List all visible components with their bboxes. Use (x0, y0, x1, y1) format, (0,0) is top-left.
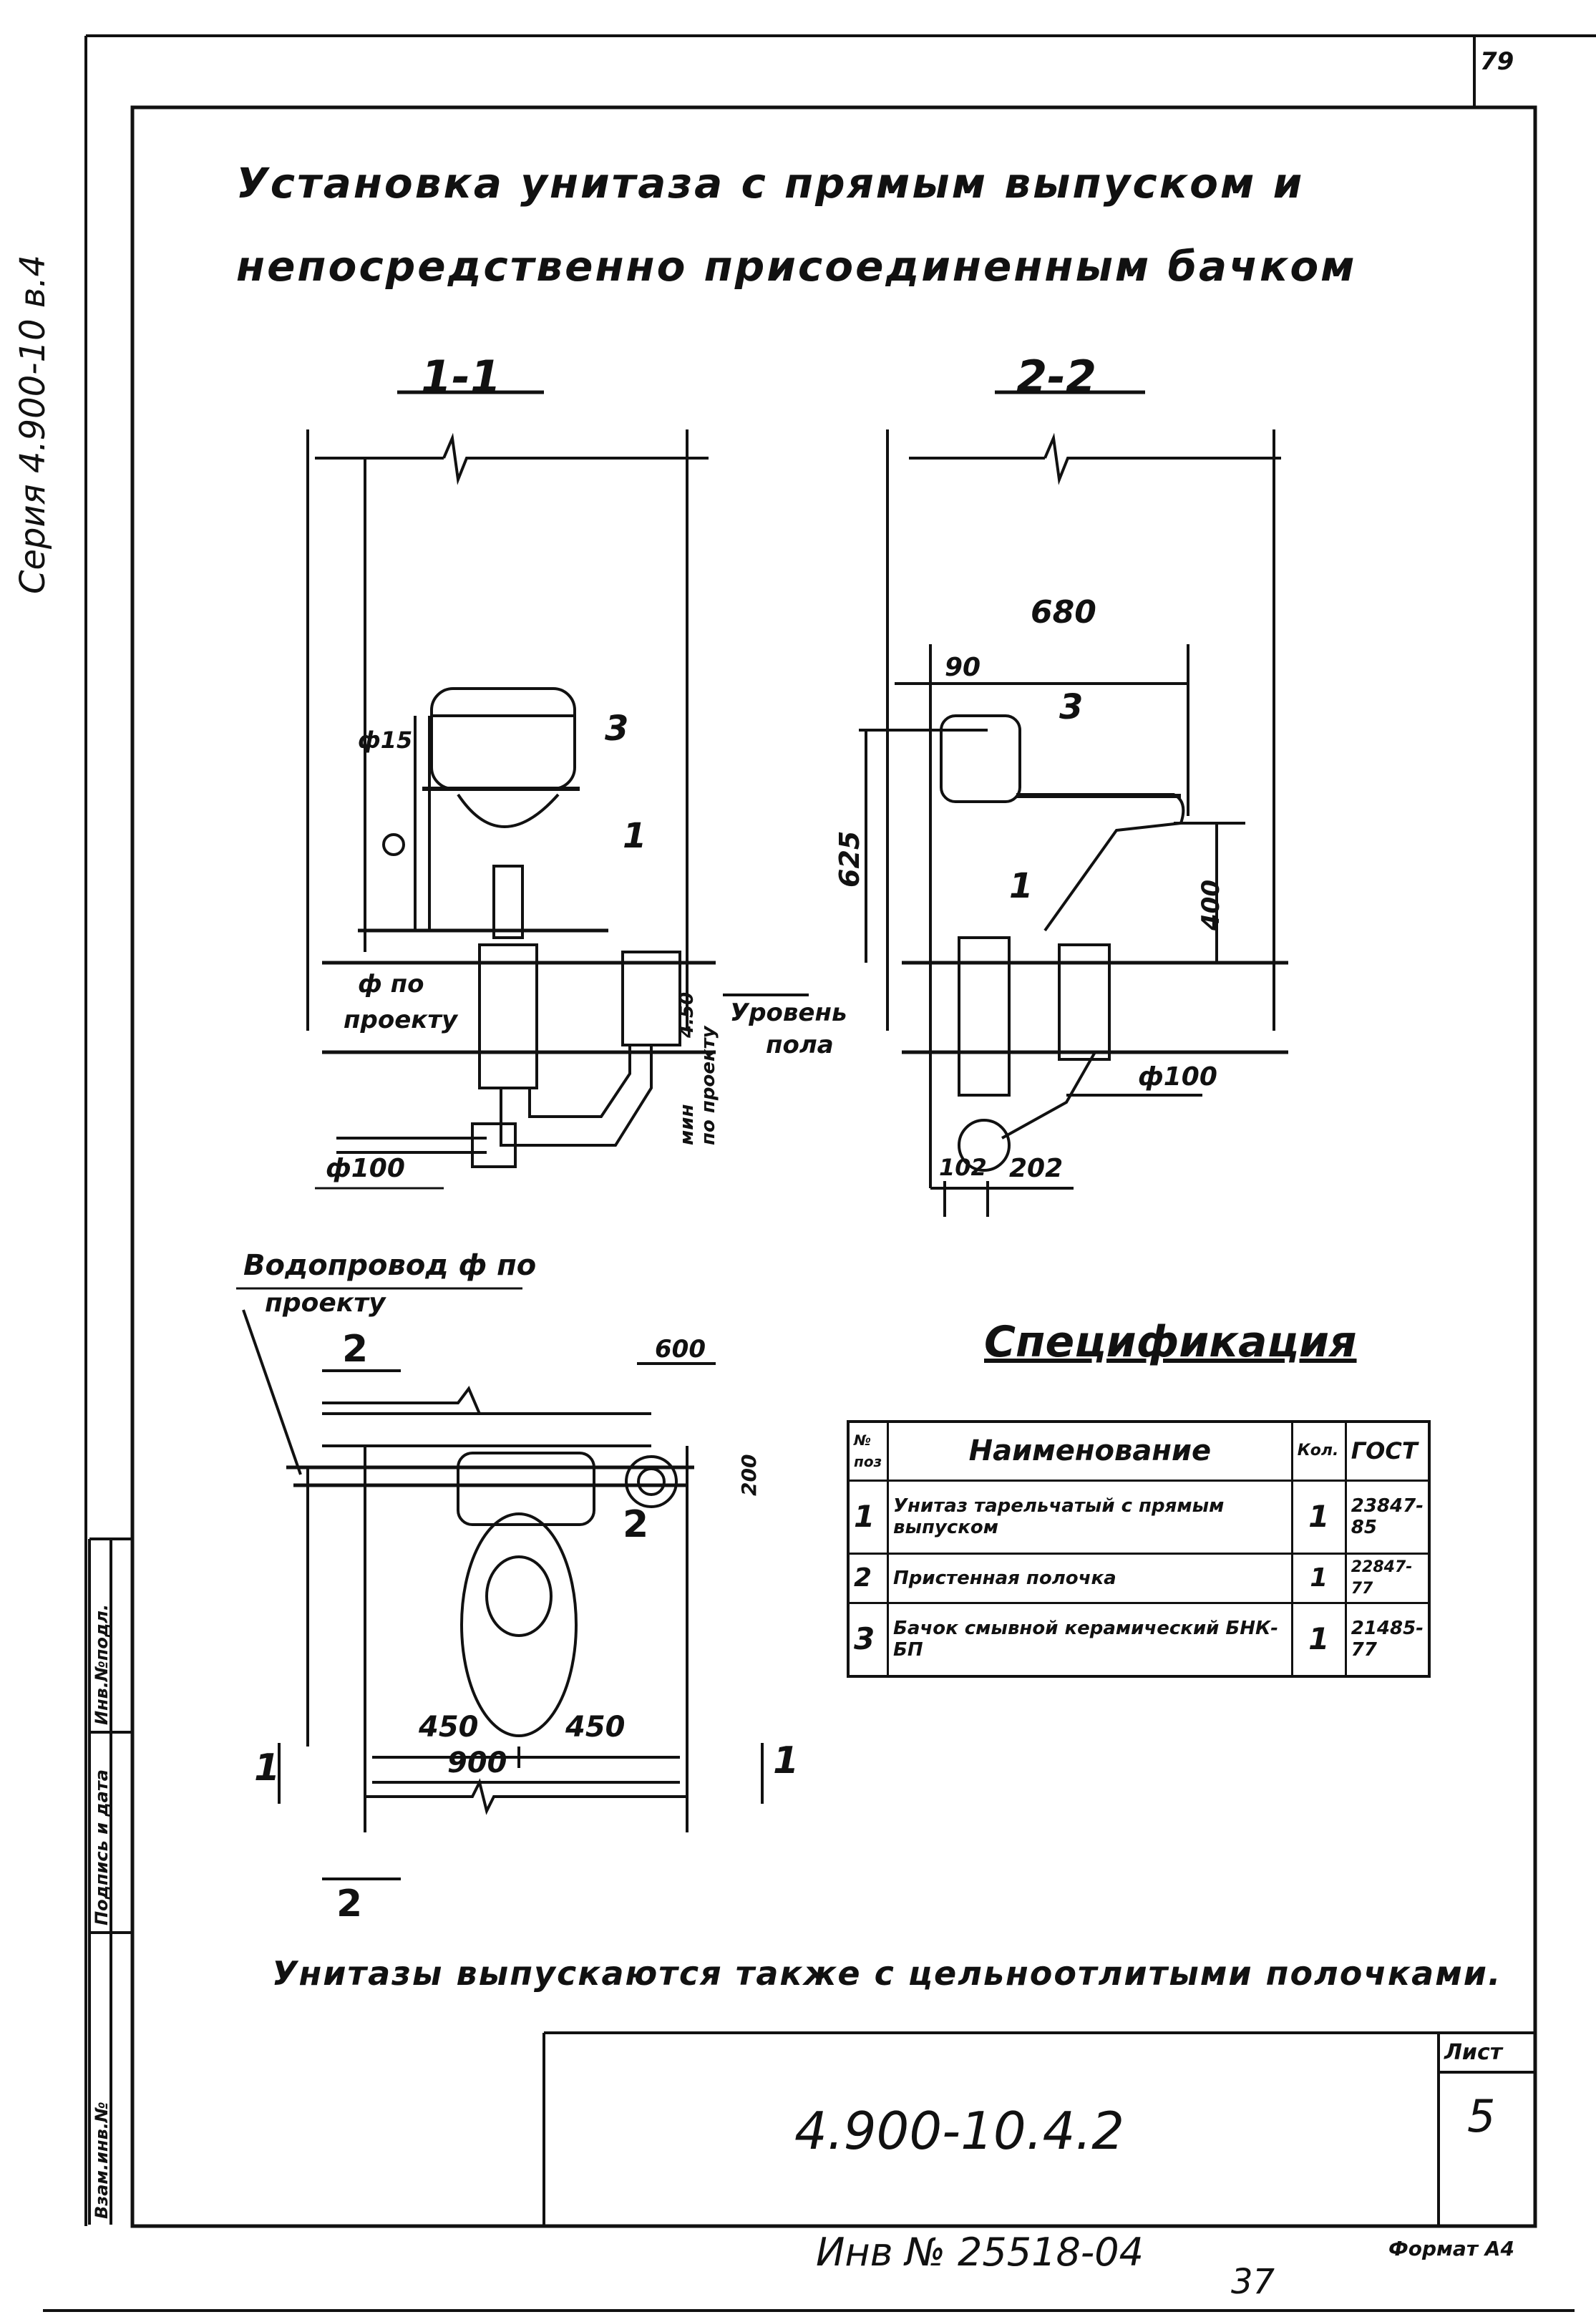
spec-gost: 22847-77 (1344, 1553, 1431, 1604)
section-mark-2-top: 2 (342, 1328, 369, 1371)
page-number: 79 (1480, 47, 1514, 76)
spec-gost: 21485-77 (1344, 1601, 1431, 1678)
dim-90: 90 (945, 653, 981, 682)
stamp-label-replace-inv: Взам.инв.№ (92, 2102, 112, 2219)
section-mark-1-left: 1 (254, 1747, 281, 1789)
dim-680: 680 (1031, 594, 1096, 631)
section-1-item-1: 1 (623, 816, 647, 856)
section-1-item-3: 3 (605, 709, 629, 749)
side-series-label: Серия 4.900-10 в.4 (13, 255, 53, 594)
table-row: 3 Бачок смывной керамический БНК-БП 1 21… (847, 1601, 1431, 1678)
plan-item-2: 2 (623, 1503, 649, 1546)
table-row: 2 Пристенная полочка 1 22847-77 (847, 1553, 1431, 1604)
doc-code: 4.900-10.4.2 (794, 2101, 1125, 2161)
dim-625: 625 (834, 830, 865, 888)
dim-450-left: 450 (419, 1711, 479, 1744)
spec-pos: 3 (847, 1601, 889, 1678)
format-label: Формат А4 (1388, 2237, 1514, 2260)
section-1-dim-vert-3: мин (676, 1104, 698, 1145)
spec-heading: Спецификация (984, 1317, 1357, 1367)
section-mark-2-bottom: 2 (336, 1883, 363, 1925)
floor-level-note-1: Уровень (730, 999, 847, 1027)
section-1-label: 1-1 (421, 351, 502, 403)
dim-900: 900 (447, 1747, 507, 1779)
spec-header-pos: № поз (847, 1420, 889, 1482)
footer-page-number: 37 (1231, 2262, 1275, 2302)
sheet-label: Лист (1444, 2040, 1503, 2065)
spec-name: Бачок смывной керамический БНК-БП (887, 1601, 1293, 1678)
section-1-dim-vert-1: 4.50 (676, 991, 698, 1038)
title-line-2: непосредственно присоединенным бачком (236, 242, 1357, 291)
section-mark-1-right: 1 (773, 1739, 799, 1782)
spec-qty: 1 (1290, 1553, 1347, 1604)
spec-header-gost: ГОСТ (1344, 1420, 1431, 1482)
spec-name: Пристенная полочка (887, 1553, 1293, 1604)
spec-pos: 1 (847, 1479, 889, 1555)
floor-level-note-2: пола (766, 1031, 834, 1059)
dim-450-right: 450 (565, 1711, 626, 1744)
spec-header-name: Наименование (887, 1420, 1293, 1482)
section-1-pipe-note-1: ф по (358, 970, 424, 999)
section-2-item-1: 1 (1009, 866, 1033, 906)
stamp-label-inv-no: Инв.№подл. (92, 1604, 112, 1725)
section-2-item-3: 3 (1059, 687, 1084, 727)
spec-qty: 1 (1290, 1479, 1347, 1555)
section-1-pipe-note-2: проекту (344, 1006, 458, 1034)
section-2-label: 2-2 (1016, 351, 1097, 403)
section-1-dim-bottom: ф100 (326, 1154, 405, 1183)
spec-header-qty: Кол. (1290, 1420, 1347, 1482)
section-1-pipe-dim: ф15 (358, 727, 413, 754)
dim-202: 202 (1009, 1154, 1064, 1183)
dim-600: 600 (655, 1335, 706, 1364)
water-pipe-note-1: Водопровод ф по (243, 1249, 537, 1282)
dim-102: 102 (939, 1154, 987, 1181)
spec-gost: 23847-85 (1344, 1479, 1431, 1555)
section-2-dim-d100: ф100 (1138, 1062, 1217, 1092)
spec-name: Унитаз тарельчатый с прямым выпуском (887, 1479, 1293, 1555)
stamp-label-signature: Подпись и дата (92, 1769, 112, 1925)
spec-pos: 2 (847, 1553, 889, 1604)
inventory-number: Инв № 25518-04 (816, 2230, 1144, 2275)
dim-400: 400 (1197, 880, 1225, 931)
title-line-1: Установка унитаза с прямым выпуском и (236, 159, 1305, 208)
spec-qty: 1 (1290, 1601, 1347, 1678)
spec-header-row: № поз Наименование Кол. ГОСТ (847, 1420, 1431, 1482)
section-1-dim-vert-2: по проекту (698, 1026, 719, 1145)
spec-table: № поз Наименование Кол. ГОСТ 1 Унитаз та… (847, 1420, 1431, 1678)
table-row: 1 Унитаз тарельчатый с прямым выпуском 1… (847, 1479, 1431, 1555)
manufacturing-note: Унитазы выпускаются также с цельноотлиты… (272, 1954, 1502, 1993)
dim-200: 200 (737, 1454, 761, 1496)
sheet-number: 5 (1467, 2090, 1496, 2142)
water-pipe-note-2: проекту (265, 1288, 386, 1318)
